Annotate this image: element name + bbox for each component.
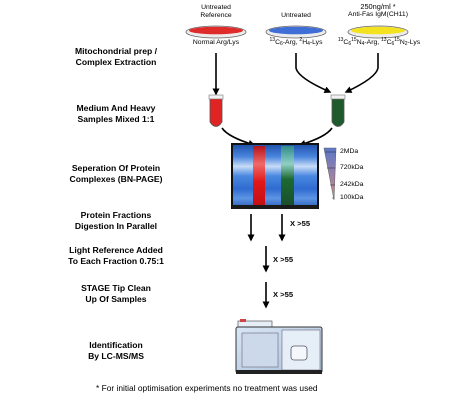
plate-anti-fas-treated xyxy=(347,25,409,39)
ladder-label-242kda: 242kDa xyxy=(340,181,364,188)
footnote: * For initial optimisation experiments n… xyxy=(96,383,318,393)
step-mito-prep: Mitochondrial prep /Complex Extraction xyxy=(74,46,158,67)
repeat-label-digestion: X >55 xyxy=(290,219,311,228)
ladder-label-720kda: 720kDa xyxy=(340,164,364,171)
arrow-plate3-to-tube xyxy=(344,53,379,93)
mw-ladder xyxy=(323,147,337,201)
tube-heavy xyxy=(330,94,346,127)
lc-ms-instrument xyxy=(235,319,323,374)
arrow-heavy-tube-to-gel xyxy=(298,127,333,147)
plate-untreated-heavy xyxy=(265,25,327,39)
plate3-top-label: 250ng/ml *Anti-Fas IgM(CH11) xyxy=(348,2,408,19)
plate2-bottom-label: 13C6-Arg, 2H4-Lys xyxy=(269,37,323,47)
repeat-label-light-reference: X >55 xyxy=(273,255,294,264)
tube-light xyxy=(208,94,224,127)
plate-untreated-reference xyxy=(185,25,247,39)
plate3-bottom-label: 13C615N4-Arg, 13C615N2-Lys xyxy=(337,37,421,47)
plate2-top-label: Untreated xyxy=(281,12,311,19)
bn-page-gel xyxy=(231,143,319,209)
repeat-label-stage-tip: X >55 xyxy=(273,290,294,299)
ladder-label-2mda: 2MDa xyxy=(340,148,359,155)
arrow-plate2-to-tube xyxy=(295,53,332,94)
arrow-light-tube-to-gel xyxy=(221,127,256,147)
ladder-label-100kda: 100kDa xyxy=(340,194,364,201)
plate1-bottom-label: Normal Arg/Lys xyxy=(192,39,240,46)
